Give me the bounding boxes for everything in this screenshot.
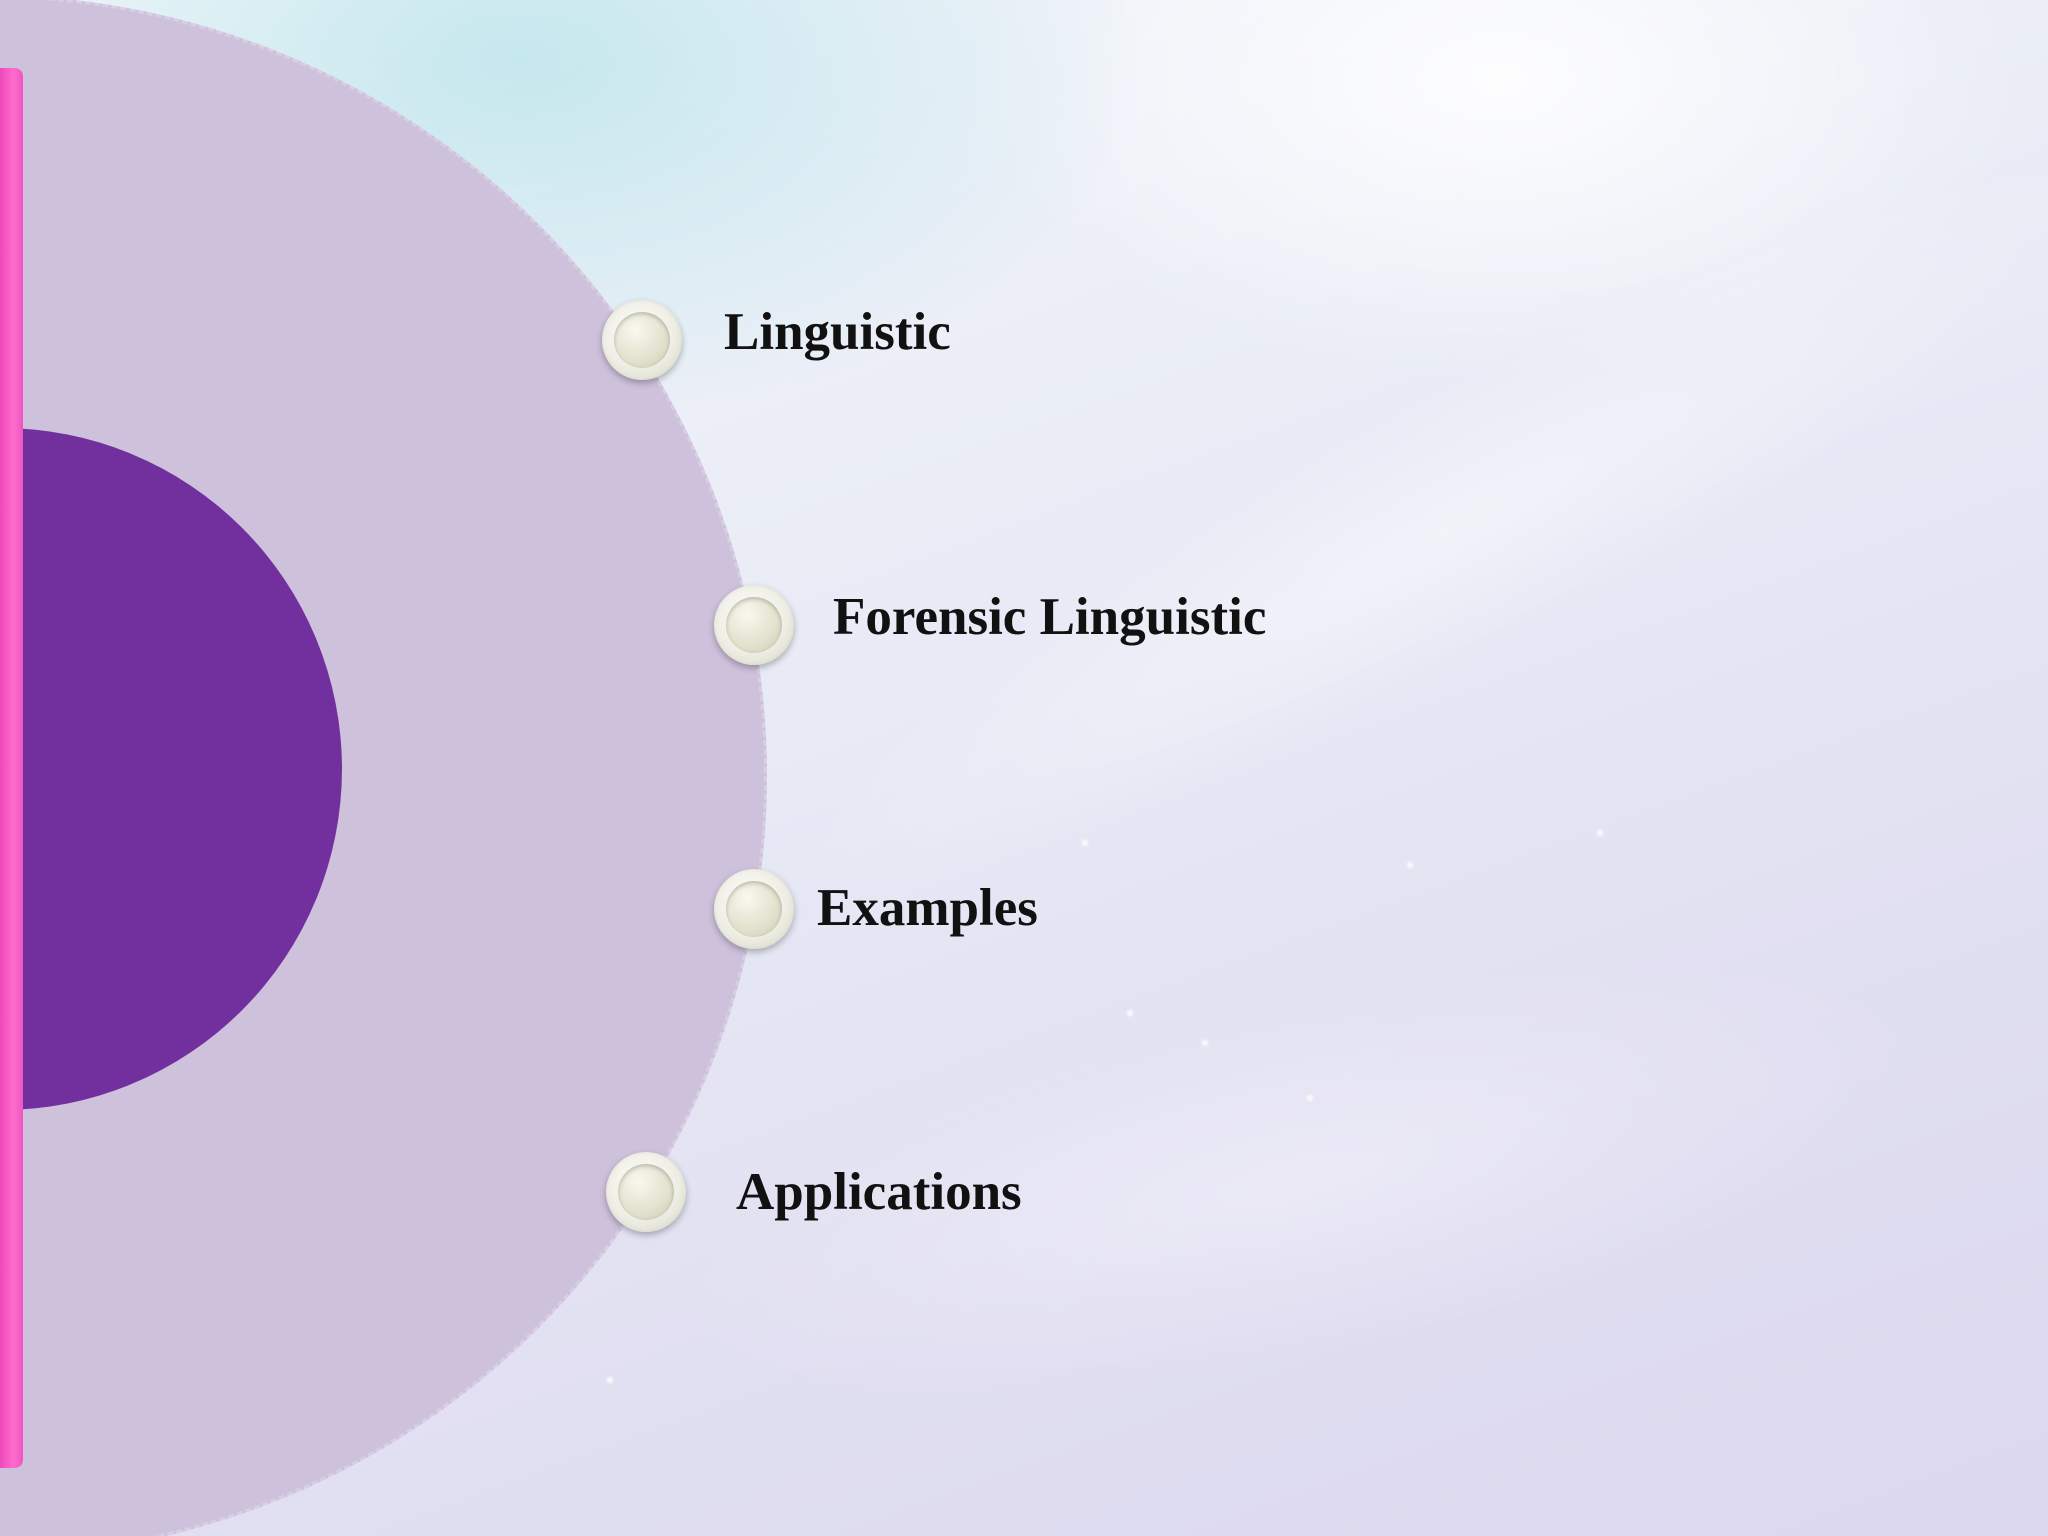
item-label-forensic-linguistic: Forensic Linguistic	[833, 588, 1267, 646]
background-sparkle	[1595, 828, 1605, 838]
background-sparkle	[1200, 1038, 1210, 1048]
background-sparkle	[1125, 1008, 1135, 1018]
background-sparkle	[1405, 860, 1415, 870]
background-sparkle	[1080, 838, 1090, 848]
side-accent-bar	[0, 68, 23, 1468]
background-sparkle	[1305, 1093, 1315, 1103]
item-label-linguistic: Linguistic	[724, 303, 951, 361]
item-label-applications: Applications	[736, 1163, 1022, 1221]
bullet-circle-icon	[714, 869, 794, 949]
bullet-circle-icon	[602, 300, 682, 380]
item-label-examples: Examples	[817, 879, 1038, 937]
bullet-circle-icon	[606, 1152, 686, 1232]
background-sparkle	[605, 1375, 615, 1385]
background-light-streak	[726, 63, 2048, 997]
bullet-circle-icon	[714, 585, 794, 665]
